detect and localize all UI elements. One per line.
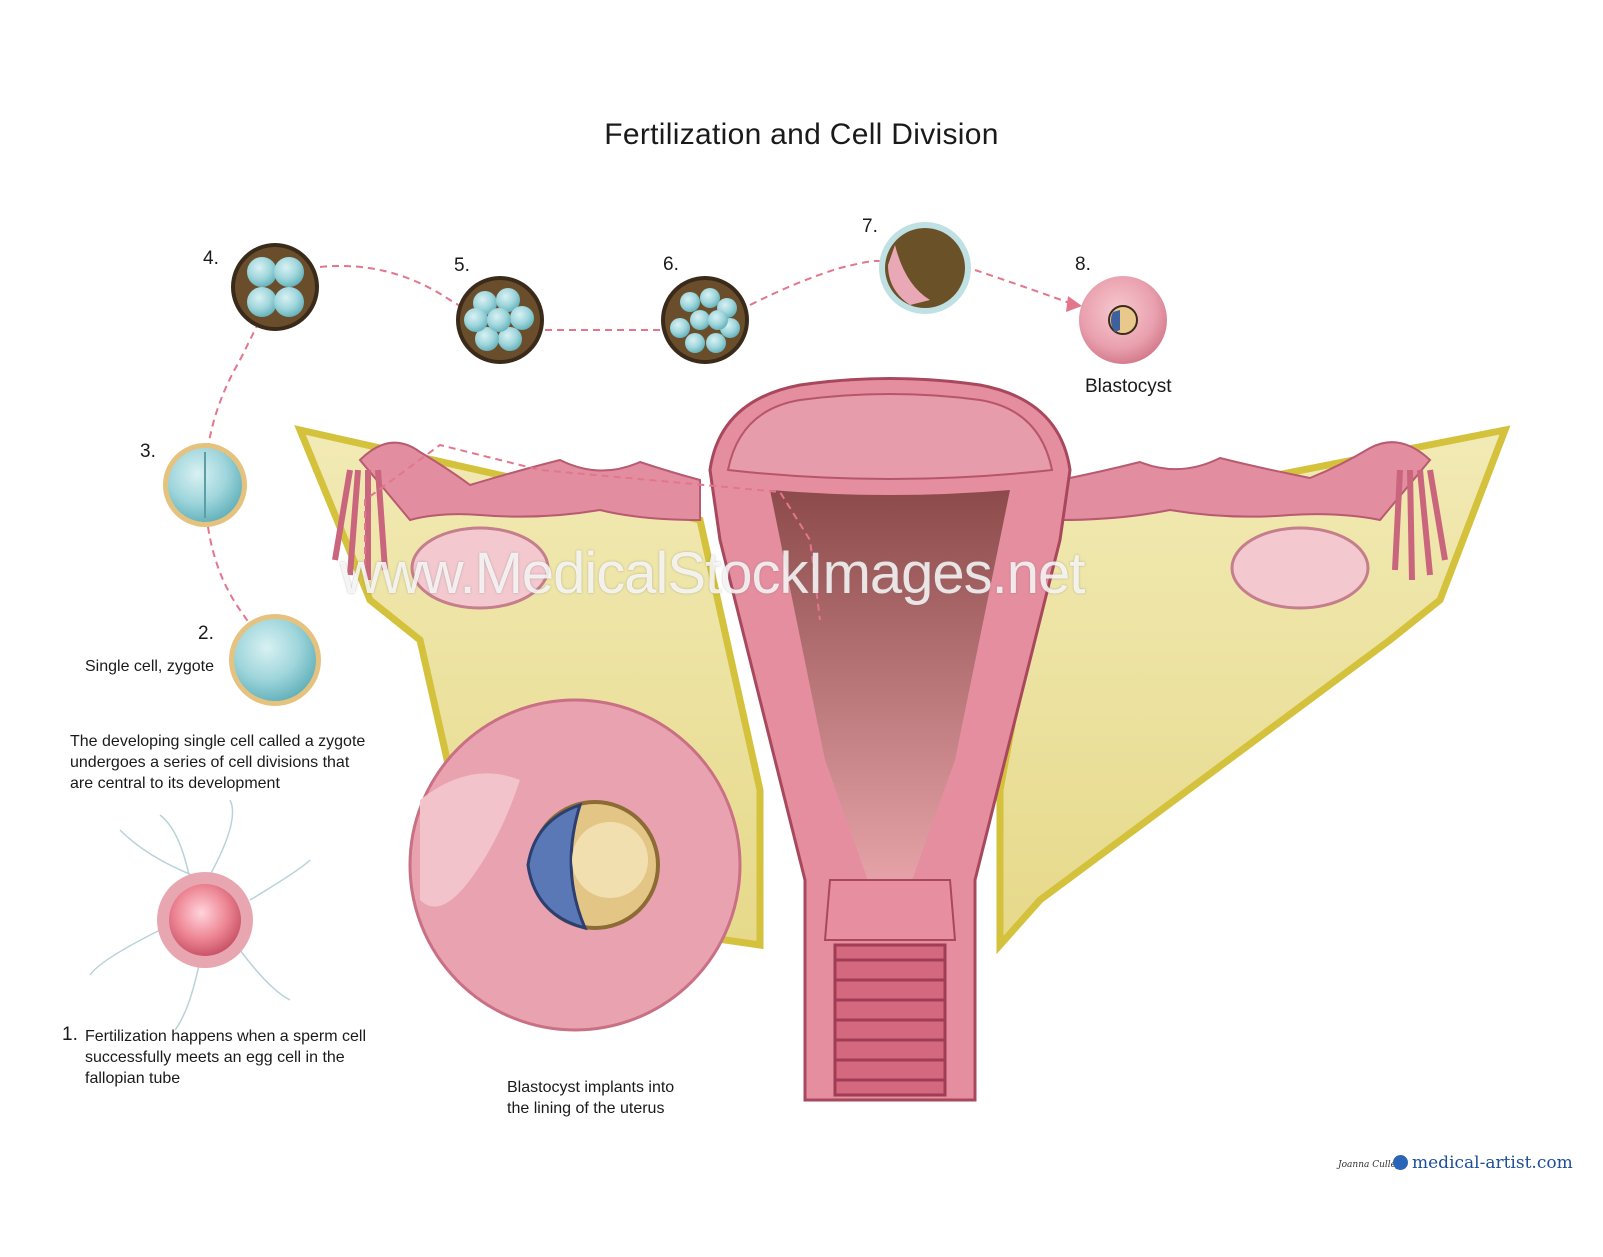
- implantation-caption: Blastocyst implants into the lining of t…: [507, 1077, 674, 1119]
- ovary-left: [410, 526, 550, 610]
- stage-2-label: Single cell, zygote: [85, 658, 214, 675]
- stage-8-number: 8.: [1075, 254, 1091, 275]
- uterine-fundus: [726, 393, 1054, 480]
- watermark: www.MedicalStockImages.net: [340, 541, 1085, 606]
- stage-1-caption-line: fallopian tube: [85, 1070, 181, 1087]
- stage-5-number: 5.: [454, 255, 470, 276]
- fimbriae-right: [1392, 469, 1448, 581]
- cervix: [823, 879, 957, 941]
- stage-2-zygote: [229, 614, 321, 706]
- fallopian-tube-right: [1059, 441, 1432, 522]
- stage-8-blastocyst: [1079, 276, 1167, 364]
- stage-7-early-blastocyst: [879, 222, 971, 314]
- implantation-caption-line: the lining of the uterus: [507, 1100, 665, 1117]
- stage-1-caption-line: successfully meets an egg cell in the: [85, 1049, 345, 1066]
- path-arrowhead: [1066, 296, 1082, 312]
- stage-6-morula: [661, 276, 749, 364]
- stage-1-number: 1.: [62, 1024, 78, 1045]
- fimbriae-left: [332, 469, 388, 580]
- stage-1-caption-line: Fertilization happens when a sperm cell: [85, 1028, 367, 1045]
- ovary-right: [1230, 526, 1370, 610]
- page-title: Fertilization and Cell Division: [604, 118, 999, 151]
- stage-1-caption: Fertilization happens when a sperm cell …: [85, 1026, 366, 1089]
- stage-3-number: 3.: [140, 441, 156, 462]
- zygote-description-line: undergoes a series of cell divisions tha…: [70, 754, 350, 771]
- stage-2-number: 2.: [198, 623, 214, 644]
- fallopian-tube-left: [358, 441, 701, 522]
- vagina-rugae: [833, 943, 947, 1097]
- zygote-description-line: The developing single cell called a zygo…: [70, 733, 366, 750]
- stage-1-egg-cell: [89, 799, 311, 1031]
- implantation-zoom: [408, 698, 742, 1032]
- brand-name: medical-artist.com: [1412, 1153, 1573, 1173]
- zygote-description: The developing single cell called a zygo…: [70, 731, 365, 794]
- stage-8-label: Blastocyst: [1085, 376, 1172, 397]
- artist-signature: Joanna Culley: [1338, 1160, 1402, 1170]
- stage-3-two-cell: [163, 443, 247, 527]
- uterine-cavity: [770, 490, 1010, 900]
- development-path: [203, 259, 1076, 661]
- stage-6-number: 6.: [663, 254, 679, 275]
- stage-4-number: 4.: [203, 248, 219, 269]
- stage-4-four-cell: [231, 243, 319, 331]
- brand-logo-icon: [1393, 1155, 1408, 1170]
- implantation-caption-line: Blastocyst implants into: [507, 1079, 675, 1096]
- zygote-description-line: are central to its development: [70, 775, 280, 792]
- stage-7-number: 7.: [862, 216, 878, 237]
- stage-5-eight-cell: [456, 276, 544, 364]
